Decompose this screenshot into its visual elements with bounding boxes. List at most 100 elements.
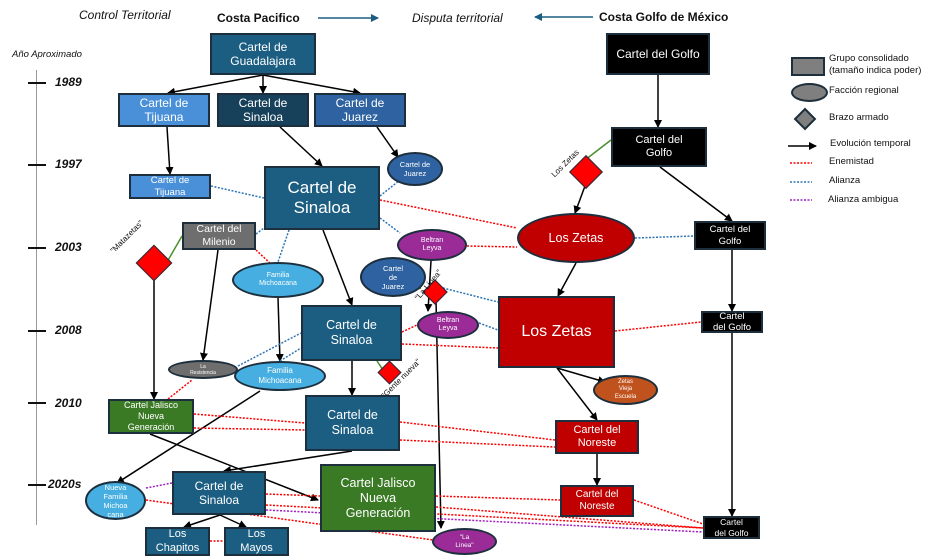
node-juarez-2[interactable]: Cartel de Juarez xyxy=(387,152,443,186)
alliance-lalinea-zetas xyxy=(442,287,499,303)
node-nueva-familia[interactable]: Nueva Familia Michoa cana xyxy=(85,481,146,520)
evo-guadalajara-juarez xyxy=(262,74,361,96)
node-sinaloa-1[interactable]: Cartel de Sinaloa xyxy=(217,93,309,127)
evo-sinaloa-2-3 xyxy=(322,229,354,306)
node-mayos[interactable]: Los Mayos xyxy=(224,527,289,556)
alliance-beltran-zetas xyxy=(478,322,499,331)
enmity-sinaloa-noreste-2 xyxy=(399,439,556,448)
node-cjng-2[interactable]: Cartel Jalisco Nueva Generación xyxy=(320,464,436,532)
node-sinaloa-2[interactable]: Cartel de Sinaloa xyxy=(264,166,380,230)
enmity-nuevafamilia-lalinea xyxy=(145,499,434,541)
alliance-zetas-golfo xyxy=(634,235,695,239)
link-matazetas-milenio xyxy=(166,235,183,263)
enmity-sinaloa-golfo xyxy=(265,504,704,529)
legend-label-armed-wing: Brazo armado xyxy=(829,112,889,123)
alliance-sinaloa-familia xyxy=(277,229,290,263)
tick-2010 xyxy=(28,402,46,404)
tick-2003 xyxy=(28,247,46,249)
node-la-linea[interactable]: "La Linea" xyxy=(432,528,497,555)
enmity-cjng-golfo xyxy=(435,506,704,529)
timeline-title: Año Aproximado xyxy=(12,49,82,60)
enmity-sinaloa-zetas-2 xyxy=(401,343,499,349)
node-juarez-3[interactable]: Cartel de Juarez xyxy=(360,257,426,297)
enmity-cjng-sinaloa-2 xyxy=(193,427,306,431)
node-zetas-vieja[interactable]: Zetas Vieja Escuela xyxy=(593,375,658,405)
evo-loszetas-diamond xyxy=(573,185,586,214)
evo-guadalajara-tijuana xyxy=(167,74,264,96)
tick-1997 xyxy=(28,164,46,166)
timeline-axis xyxy=(36,70,37,525)
node-zetas-box[interactable]: Los Zetas xyxy=(498,296,615,368)
legend-label-alliance: Alianza xyxy=(829,175,861,186)
alliance-tijuana-sinaloa xyxy=(210,185,265,199)
evo-sinaloa-5 xyxy=(223,450,353,474)
evo-chapitos xyxy=(183,514,221,529)
node-resistencia[interactable]: La Resistencia xyxy=(168,360,238,379)
enmity-noreste-golfo xyxy=(633,499,704,525)
link-loszetas-golfo xyxy=(584,139,612,161)
node-guadalajara[interactable]: Cartel de Guadalajara xyxy=(210,33,316,75)
node-beltran-1[interactable]: Beltran Leyva xyxy=(397,229,467,261)
ambiguous-nuevafamilia-sinaloa xyxy=(145,482,173,489)
ambiguous-sinaloa-golfo xyxy=(265,509,704,533)
alliance-sinaloa-beltran xyxy=(379,217,401,234)
node-familia-1[interactable]: Familia Michoacana xyxy=(232,262,324,298)
node-sinaloa-5[interactable]: Cartel de Sinaloa xyxy=(172,471,266,515)
node-sinaloa-3[interactable]: Cartel de Sinaloa xyxy=(301,305,402,361)
enmity-sinaloa-cjng xyxy=(265,493,321,497)
enmity-cjng-sinaloa xyxy=(193,413,306,424)
alliance-familia-sinaloa xyxy=(279,347,302,362)
alliance-milenio-sinaloa xyxy=(255,227,265,235)
costa-pacifico-label: Costa Pacifico xyxy=(217,11,300,25)
node-milenio[interactable]: Cartel del Milenio xyxy=(182,222,256,250)
node-golfo-2[interactable]: Cartel del Golfo xyxy=(611,127,707,167)
legend-label-enmity: Enemistad xyxy=(829,156,874,167)
legend-label-evolution: Evolución temporal xyxy=(830,138,911,149)
disputa-territorial-label: Disputa territorial xyxy=(412,11,503,25)
node-golfo-4[interactable]: Cartel del Golfo xyxy=(701,311,763,333)
enmity-sinaloa-noreste xyxy=(399,421,556,441)
year-2020s: 2020s xyxy=(48,477,82,491)
year-1989: 1989 xyxy=(55,75,82,89)
evo-zetas xyxy=(557,262,577,297)
node-beltran-2[interactable]: Beltran Leyva xyxy=(417,311,479,339)
tick-2020s xyxy=(28,484,46,486)
evo-golfo-2 xyxy=(659,166,733,222)
legend-rect-swatch xyxy=(791,57,825,76)
evo-cjng xyxy=(149,433,319,502)
node-golfo-5[interactable]: Cartel del Golfo xyxy=(703,516,760,539)
evo-sinaloa xyxy=(279,126,323,167)
enmity-cjng-resistencia xyxy=(167,379,193,400)
alliance-resistencia-sinaloa xyxy=(237,332,302,367)
evo-zetas-noreste xyxy=(556,367,598,421)
node-tijuana-1[interactable]: Cartel de Tijuana xyxy=(118,93,210,127)
enmity-zetas-golfo xyxy=(614,321,702,332)
node-sinaloa-4[interactable]: Cartel de Sinaloa xyxy=(305,395,400,451)
control-territorial-label: Control Territorial xyxy=(79,8,171,22)
legend-label-ambiguous: Alianza ambigua xyxy=(828,194,899,205)
evo-familia xyxy=(275,297,284,362)
year-2003: 2003 xyxy=(55,240,82,254)
legend-label-faction: Facción regional xyxy=(829,85,899,96)
year-2010: 2010 xyxy=(55,396,82,410)
evo-zetas-vieja xyxy=(556,367,606,384)
alliance-sinaloa-juarez xyxy=(379,179,401,197)
node-golfo-1[interactable]: Cartel del Golfo xyxy=(606,33,710,75)
node-golfo-3[interactable]: Cartel del Golfo xyxy=(694,221,766,250)
node-chapitos[interactable]: Los Chapitos xyxy=(145,527,210,556)
enmity-sinaloa-zetas xyxy=(379,199,518,229)
node-juarez-1[interactable]: Cartel de Juarez xyxy=(314,93,406,127)
enmity-cjng-noreste xyxy=(435,495,561,501)
tick-1989 xyxy=(28,82,46,84)
node-zetas-ell[interactable]: Los Zetas xyxy=(517,213,635,263)
evo-milenio-resistencia xyxy=(199,249,219,361)
node-tijuana-2[interactable]: Cartel de Tijuana xyxy=(129,174,211,199)
node-cjng-1[interactable]: Cartel Jalisco Nueva Generación xyxy=(108,399,194,434)
costa-golfo-label: Costa Golfo de México xyxy=(599,10,729,24)
evo-familia-nueva xyxy=(116,390,261,484)
node-familia-2[interactable]: Familia Michoacana xyxy=(234,361,326,391)
node-noreste-1[interactable]: Cartel del Noreste xyxy=(555,420,639,454)
enmity-sinaloa-beltran xyxy=(401,324,418,333)
node-noreste-2[interactable]: Cartel del Noreste xyxy=(560,485,634,517)
